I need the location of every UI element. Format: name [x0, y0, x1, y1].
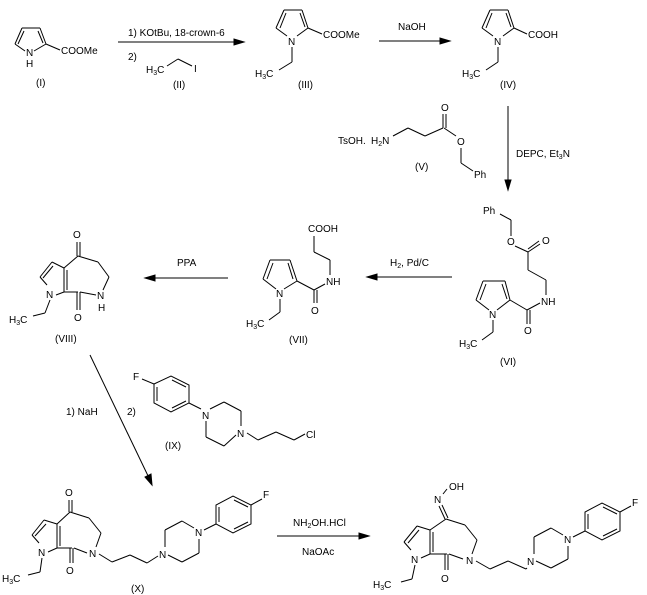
compound-V: TsOH. H2N O O Ph (V): [338, 103, 486, 181]
step7-reagent-top: NH2OH.HCl: [293, 518, 346, 530]
reaction-arrow-step6: 1) NaH 2): [66, 354, 153, 487]
compound-X-ketone-o: O: [65, 488, 73, 499]
compound-VIII-methyl: H3C: [9, 315, 27, 327]
compound-IV: N H3C COOH (IV): [462, 9, 558, 91]
compound-I-h: H: [26, 59, 33, 70]
compound-IX: F N N Cl (IX): [133, 372, 315, 452]
reaction-arrow-step3: DEPC, Et3N: [504, 106, 570, 192]
compound-product-pip-n2: N: [564, 535, 571, 546]
compound-III-n: N: [288, 37, 295, 48]
compound-X-methyl: H3C: [2, 574, 20, 586]
compound-product-oxime-n: N: [434, 495, 441, 506]
compound-IX-n1: N: [202, 411, 209, 422]
compound-III-methyl: H3C: [255, 69, 273, 81]
compound-X: O N O N H3C N N: [2, 488, 269, 595]
compound-V-amine: H2N: [371, 136, 389, 148]
compound-X-label: (X): [131, 584, 144, 595]
compound-I-substituent: COOMe: [61, 46, 98, 57]
compound-V-salt: TsOH.: [338, 136, 366, 147]
compound-V-label: (V): [415, 162, 428, 173]
reaction-arrow-step4: H2, Pd/C: [365, 258, 452, 281]
step6-reagent-line2: 2): [127, 407, 136, 418]
step7-reagent-bottom: NaOAc: [302, 547, 334, 558]
compound-IV-label: (IV): [500, 80, 516, 91]
compound-VII-amide-o: O: [311, 306, 319, 317]
compound-III-label: (III): [298, 80, 313, 91]
step2-reagent: NaOH: [398, 22, 426, 33]
compound-III: N H3C COOMe (III): [255, 9, 360, 91]
step5-reagent: PPA: [177, 258, 197, 269]
compound-X-n-lactam: N: [89, 549, 96, 560]
compound-VI-phenyl: Ph: [483, 206, 495, 217]
compound-VI-label: (VI): [500, 357, 516, 368]
compound-VIII-nh: N: [97, 291, 104, 302]
compound-IX-label: (IX): [165, 441, 181, 452]
reaction-arrow-step7: NH2OH.HCl NaOAc: [277, 518, 371, 558]
compound-product-methyl: H3C: [373, 580, 391, 592]
compound-product-lactam-o: O: [441, 574, 449, 585]
compound-VI-methyl: H3C: [459, 339, 477, 351]
compound-V-carbonyl-o: O: [441, 103, 449, 114]
step3-reagent: DEPC, Et3N: [516, 149, 570, 161]
compound-VII-nh: NH: [326, 277, 340, 288]
compound-product: OH N N O N H3C N N: [373, 482, 638, 592]
compound-VI-nh: NH: [541, 297, 555, 308]
compound-product-n-lactam: N: [466, 556, 473, 567]
compound-VIII: O N H O N H3C (VIII): [9, 230, 110, 345]
compound-VI: Ph O O NH O N H3C (VI): [459, 206, 555, 368]
step6-reagent-line1: 1) NaH: [66, 407, 98, 418]
reaction-arrow-step5: PPA: [143, 258, 228, 282]
compound-VII-label: (VII): [289, 335, 308, 346]
compound-X-fluoro: F: [263, 490, 269, 501]
compound-product-fluoro: F: [632, 498, 638, 509]
compound-VII-n: N: [276, 289, 283, 300]
compound-product-pip-n1: N: [527, 557, 534, 568]
compound-VI-ester-o: O: [507, 237, 515, 248]
compound-product-oxime-oh: OH: [449, 482, 464, 493]
compound-X-lactam-o: O: [66, 566, 74, 577]
compound-VII-methyl: H3C: [246, 319, 264, 331]
compound-II-methyl: H3C: [146, 65, 164, 77]
compound-IV-n: N: [494, 37, 501, 48]
reaction-arrow-step2: NaOH: [379, 22, 452, 45]
compound-VI-amide-o: O: [524, 326, 532, 337]
step1-reagent-line1: 1) KOtBu, 18-crown-6: [128, 28, 225, 39]
compound-II: H3C I (II): [146, 58, 197, 91]
compound-II-halogen: I: [194, 64, 197, 75]
compound-IX-n2: N: [237, 429, 244, 440]
compound-VIII-ketone-o: O: [73, 230, 81, 241]
compound-V-phenyl: Ph: [474, 170, 486, 181]
step1-reagent-line2: 2): [128, 52, 137, 63]
compound-I-label: (I): [36, 78, 45, 89]
compound-VI-carbonyl-o: O: [542, 236, 550, 247]
compound-VIII-label: (VIII): [55, 334, 77, 345]
compound-VIII-lactam-o: O: [74, 313, 82, 324]
compound-VIII-n: N: [46, 290, 53, 301]
compound-II-label: (II): [173, 80, 185, 91]
compound-VII-acid: COOH: [308, 224, 338, 235]
compound-III-substituent: COOMe: [323, 30, 360, 41]
compound-I: N H COOMe (I): [14, 27, 98, 89]
compound-X-pip-n2: N: [195, 528, 202, 539]
step4-reagent: H2, Pd/C: [390, 258, 429, 270]
compound-IV-substituent: COOH: [528, 30, 558, 41]
compound-IX-fluoro: F: [133, 372, 139, 383]
compound-VI-n: N: [489, 310, 496, 321]
compound-X-n: N: [38, 548, 45, 559]
compound-X-pip-n1: N: [159, 550, 166, 561]
reaction-arrow-step1: 1) KOtBu, 18-crown-6 2): [118, 28, 246, 63]
compound-V-ester-o: O: [457, 137, 465, 148]
compound-VIII-h: H: [98, 303, 105, 314]
compound-product-n: N: [411, 555, 418, 566]
compound-IX-chloro: Cl: [306, 430, 315, 441]
compound-IV-methyl: H3C: [462, 69, 480, 81]
compound-VII: COOH NH O N H3C (VII): [246, 224, 340, 346]
compound-I-n: N: [26, 48, 33, 59]
